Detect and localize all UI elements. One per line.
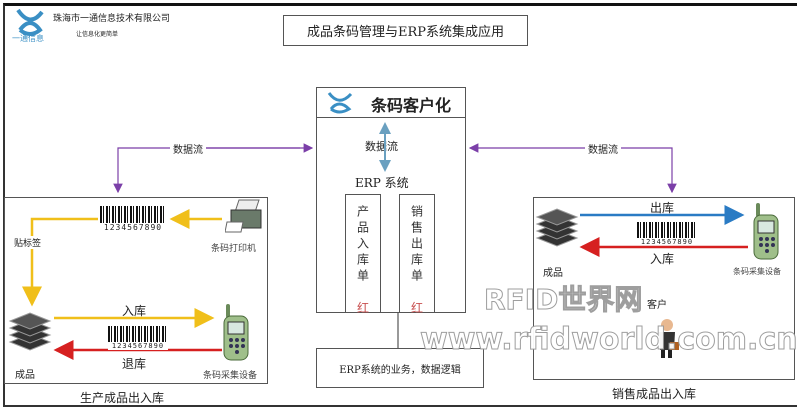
barcode-icon: 1234567890	[108, 326, 168, 351]
scanner-phone-icon	[750, 203, 782, 261]
company-name: 珠海市一通信息技术有限公司	[53, 14, 171, 24]
doc-mark: 红	[410, 301, 423, 315]
barcode-number: 1234567890	[108, 342, 168, 350]
erp-note-box: ERP系统的业务，数据逻辑	[316, 348, 484, 388]
center-title: 条码客户化	[371, 96, 452, 115]
diagram-title: 成品条码管理与ERP系统集成应用	[306, 25, 505, 40]
scanner-label: 条码采集设备	[733, 267, 781, 276]
printer-icon	[224, 198, 263, 234]
sales-caption: 销售成品出入库	[612, 387, 697, 401]
apply-label-step: 贴标签	[14, 236, 42, 249]
company-slogan: 让信息化更简单	[76, 31, 119, 38]
doc-label: 产品入库单	[355, 205, 370, 285]
barcode-icon: 1234567890	[637, 222, 697, 246]
barcode-custom-box: 条码客户化 数据流 ERP 系统 产品入库单 红 销售出库单 红	[316, 87, 466, 315]
doc-mark: 红	[356, 301, 369, 315]
product-label: 成品	[15, 370, 35, 381]
diagram-title-box: 成品条码管理与ERP系统集成应用	[283, 15, 528, 46]
inbound-label: 入库	[650, 252, 675, 266]
erp-label: ERP 系统	[355, 176, 409, 190]
erp-note: ERP系统的业务，数据逻辑	[339, 364, 461, 376]
barcode-icon: 1234567890	[100, 206, 166, 232]
watermark-line2: www.rfidworld.com.cn	[420, 322, 799, 358]
company-logo: 一通信息	[10, 6, 50, 43]
data-flow-label: 数据流	[365, 138, 398, 154]
scanner-phone-icon	[220, 304, 252, 362]
product-stack-icon	[8, 312, 52, 352]
right-data-flow-label: 数据流	[585, 141, 621, 156]
product-stack-icon	[535, 208, 579, 248]
barcode-number: 1234567890	[640, 238, 694, 246]
printer-label: 条码打印机	[211, 244, 257, 254]
inbound-label: 入库	[122, 304, 147, 318]
sales-outbound-doc: 销售出库单 红	[399, 194, 435, 315]
barcode-number: 1234567890	[103, 223, 163, 232]
svg-text:一通信息: 一通信息	[12, 33, 44, 42]
doc-label: 销售出库单	[409, 205, 424, 285]
customer-label: 客户	[647, 300, 667, 311]
production-caption: 生产成品出入库	[80, 391, 165, 405]
scanner-label: 条码采集设备	[203, 371, 258, 381]
center-header: 条码客户化	[317, 88, 465, 118]
watermark-line1: RFID世界网	[483, 283, 643, 317]
logo-icon	[327, 92, 353, 114]
left-data-flow-label: 数据流	[170, 141, 206, 156]
product-inbound-doc: 产品入库单 红	[345, 194, 381, 315]
logo-icon: 一通信息	[12, 8, 44, 43]
product-label: 成品	[543, 268, 563, 279]
customer-person-icon	[652, 318, 682, 358]
return-label: 退库	[122, 357, 147, 371]
outbound-label: 出库	[650, 201, 675, 215]
